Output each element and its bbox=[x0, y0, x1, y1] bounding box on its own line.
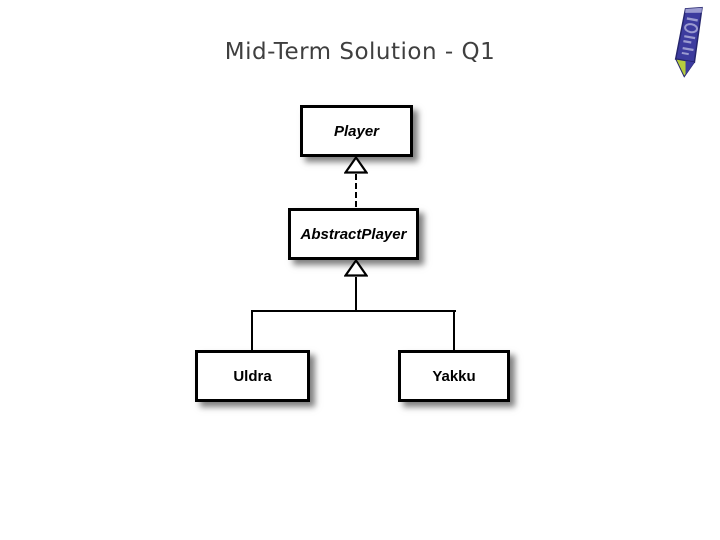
realization-dashed-line bbox=[355, 174, 357, 207]
class-label-uldra: Uldra bbox=[233, 367, 272, 385]
hollow-triangle-arrowhead-player bbox=[344, 156, 368, 174]
generalization-stem-line bbox=[355, 277, 357, 310]
generalization-drop-line-uldra bbox=[251, 310, 253, 350]
crayon-icon bbox=[663, 3, 715, 83]
class-label-player: Player bbox=[333, 122, 380, 140]
class-box-uldra: Uldra bbox=[195, 350, 310, 402]
slide-title: Mid-Term Solution - Q1 bbox=[224, 39, 496, 65]
class-label-yakku: Yakku bbox=[432, 367, 476, 385]
crayon-icon-svg bbox=[674, 6, 703, 78]
class-box-player: Player bbox=[300, 105, 413, 157]
class-label-abstractplayer: AbstractPlayer bbox=[300, 225, 407, 243]
class-box-yakku: Yakku bbox=[398, 350, 510, 402]
class-box-abstractplayer: AbstractPlayer bbox=[288, 208, 419, 260]
hollow-triangle-arrowhead-abstractplayer bbox=[344, 259, 368, 277]
generalization-horizontal-line bbox=[251, 310, 456, 312]
generalization-drop-line-yakku bbox=[453, 310, 455, 350]
